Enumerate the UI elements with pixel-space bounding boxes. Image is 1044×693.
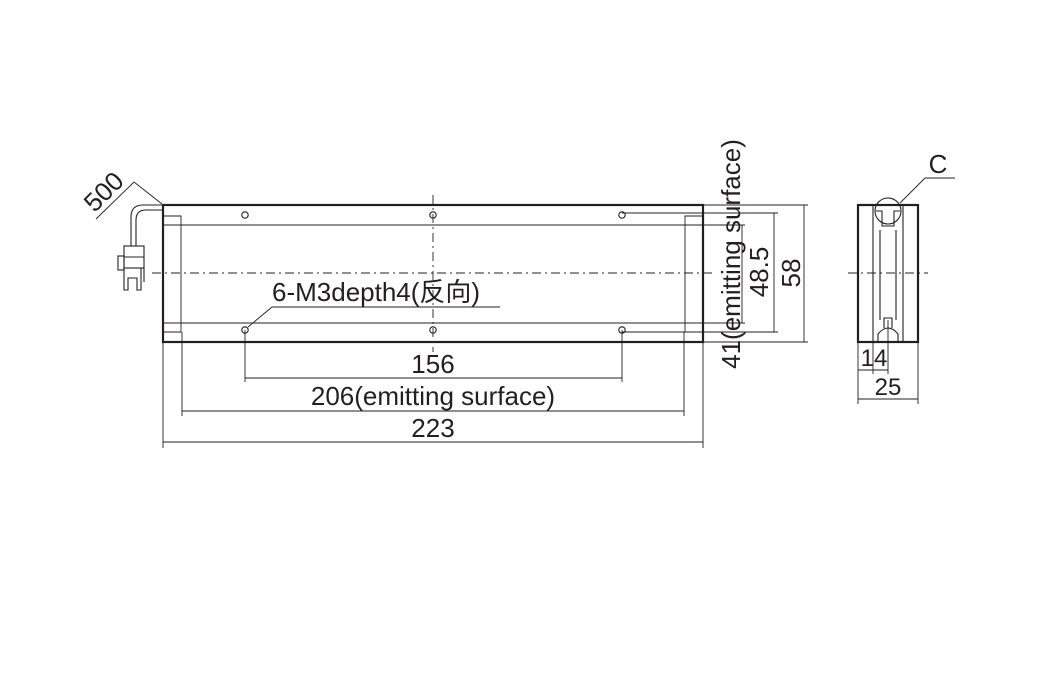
mounting-holes-label: 6-M3depth4(反向) [272, 277, 480, 307]
hole [241, 211, 249, 219]
hole [429, 211, 437, 219]
side-view: C [848, 149, 955, 344]
right-end-cap [684, 215, 703, 333]
left-end-cap [163, 215, 182, 333]
hole-pitch-label: 156 [411, 349, 454, 379]
detail-callout-label: C [929, 149, 948, 179]
front-view [117, 195, 716, 352]
total-height-label: 58 [776, 259, 806, 288]
hole [618, 211, 626, 219]
mounting-holes [241, 211, 626, 334]
side-dimensions: 14 25 [857, 320, 919, 404]
total-length-label: 223 [411, 413, 454, 443]
emitting-height-label: 41(emitting surface) [716, 139, 746, 369]
emitting-width-label: 14 [861, 345, 888, 372]
hole-height-label: 48.5 [744, 247, 774, 298]
emitting-length-label: 206(emitting surface) [311, 381, 555, 411]
total-width-label: 25 [875, 374, 902, 401]
front-dimensions: 500 156 6-M3depth4(反向) 206(emitting surf… [78, 139, 808, 448]
cable-connector [117, 204, 163, 291]
hole [429, 326, 437, 334]
cable-length-label: 500 [78, 166, 130, 218]
